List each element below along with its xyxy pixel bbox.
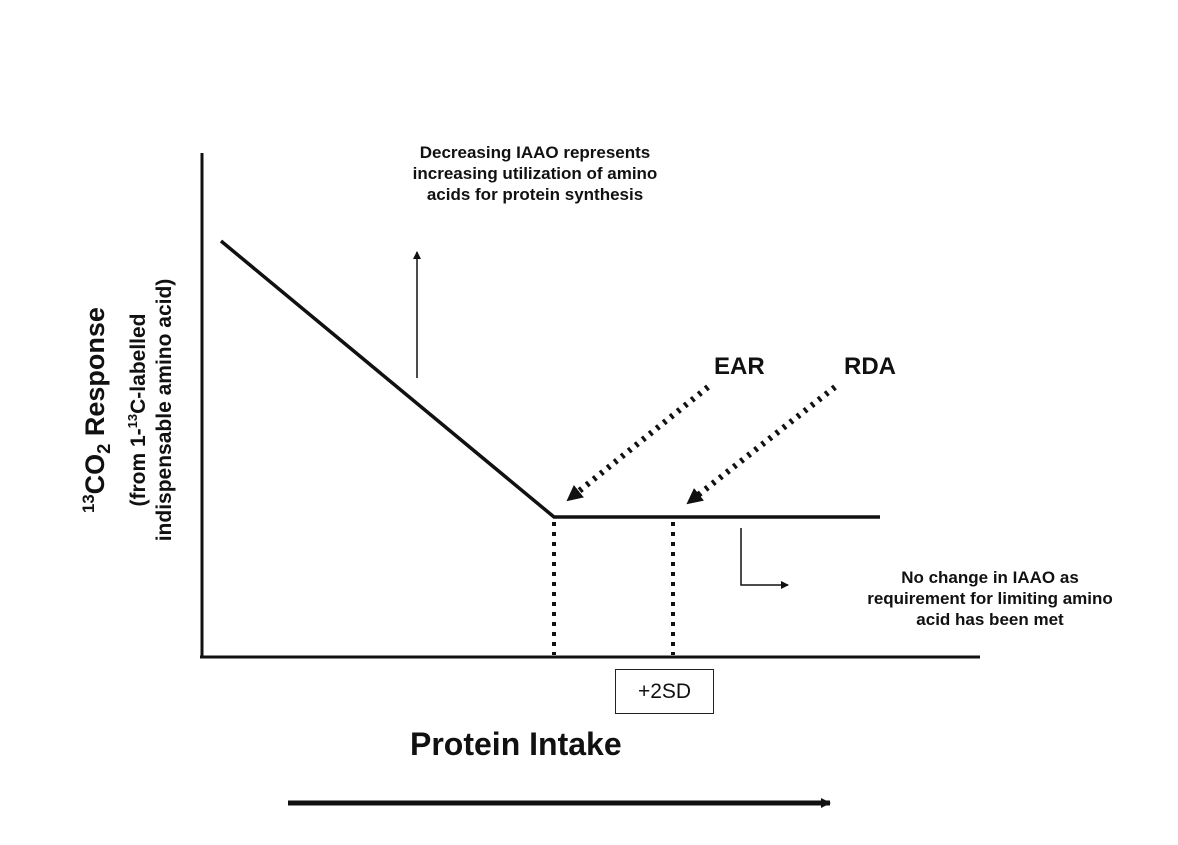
- rda-dotted-arrow: [686, 384, 837, 506]
- response-curve: [219, 239, 880, 519]
- x-axis-label: Protein Intake: [410, 726, 622, 762]
- annotation-decreasing-iaao: Decreasing IAAO represents increasing ut…: [345, 142, 725, 205]
- ear-dotted-arrow: [566, 384, 710, 503]
- annotation-line: increasing utilization of amino: [412, 164, 658, 183]
- plus-2sd-box: +2SD: [615, 669, 714, 714]
- annotation-line: No change in IAAO as: [901, 568, 1079, 587]
- y-axis-label-line-2: (from 1-13C-labelled: [125, 313, 151, 507]
- y-axis-label-line-3: indispensable amino acid): [153, 278, 177, 542]
- annotation-line: acids for protein synthesis: [426, 185, 644, 204]
- annotation-line: acid has been met: [916, 610, 1064, 629]
- ear-label: EAR: [714, 353, 765, 380]
- plus-2sd-label: +2SD: [637, 679, 692, 703]
- annotation-no-change: No change in IAAO as requirement for lim…: [810, 567, 1170, 630]
- y-axis-label: 13CO2 Response (from 1-13C-labelled indi…: [72, 200, 178, 620]
- rda-label: RDA: [844, 353, 896, 380]
- bent-arrow: [740, 528, 789, 589]
- annotation-line: Decreasing IAAO represents: [419, 143, 651, 162]
- annotation-line: requirement for limiting amino: [867, 589, 1113, 608]
- y-axis-label-line-1: 13CO2 Response: [78, 307, 115, 513]
